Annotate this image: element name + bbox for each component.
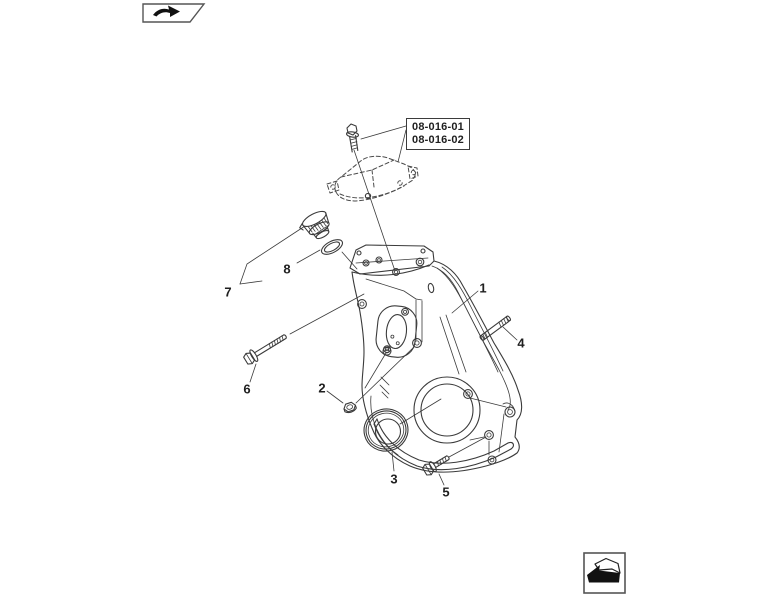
page-back-arrow-icon <box>142 3 206 23</box>
callout-7[interactable]: 7 <box>224 284 232 300</box>
callout-1[interactable]: 1 <box>479 280 487 296</box>
callout-leader-lines <box>239 225 518 486</box>
callout-8[interactable]: 8 <box>283 261 291 277</box>
stud[interactable] <box>479 315 511 341</box>
cover-bolt-centerline <box>353 149 396 272</box>
timing-gear-cover-housing[interactable] <box>349 244 523 473</box>
flange-nut[interactable] <box>343 401 357 414</box>
callout-4[interactable]: 4 <box>517 335 525 351</box>
phantom-cover-plate <box>326 155 419 202</box>
long-bolt[interactable] <box>242 330 289 366</box>
reference-number-2: 08-016-02 <box>412 134 464 146</box>
next-page-button[interactable] <box>582 551 627 595</box>
flange-bolt[interactable] <box>422 452 452 477</box>
filler-cap[interactable] <box>297 208 335 244</box>
o-ring[interactable] <box>319 237 345 258</box>
o-ring-alignment-line <box>341 251 358 270</box>
oil-seal[interactable] <box>360 404 413 455</box>
reference-number-1: 08-016-01 <box>412 121 464 133</box>
callout-2[interactable]: 2 <box>318 380 326 396</box>
callout-3[interactable]: 3 <box>390 471 398 487</box>
reference-leader-lines <box>360 125 407 163</box>
callout-5[interactable]: 5 <box>442 484 450 500</box>
cover-bolt[interactable] <box>345 123 360 153</box>
prev-page-button[interactable] <box>140 1 210 25</box>
reference-box[interactable]: 08-016-01 08-016-02 <box>406 118 470 150</box>
callout-6[interactable]: 6 <box>243 381 251 397</box>
page-forward-arrow-icon <box>583 552 626 594</box>
assembly-axis-lines <box>289 293 487 458</box>
